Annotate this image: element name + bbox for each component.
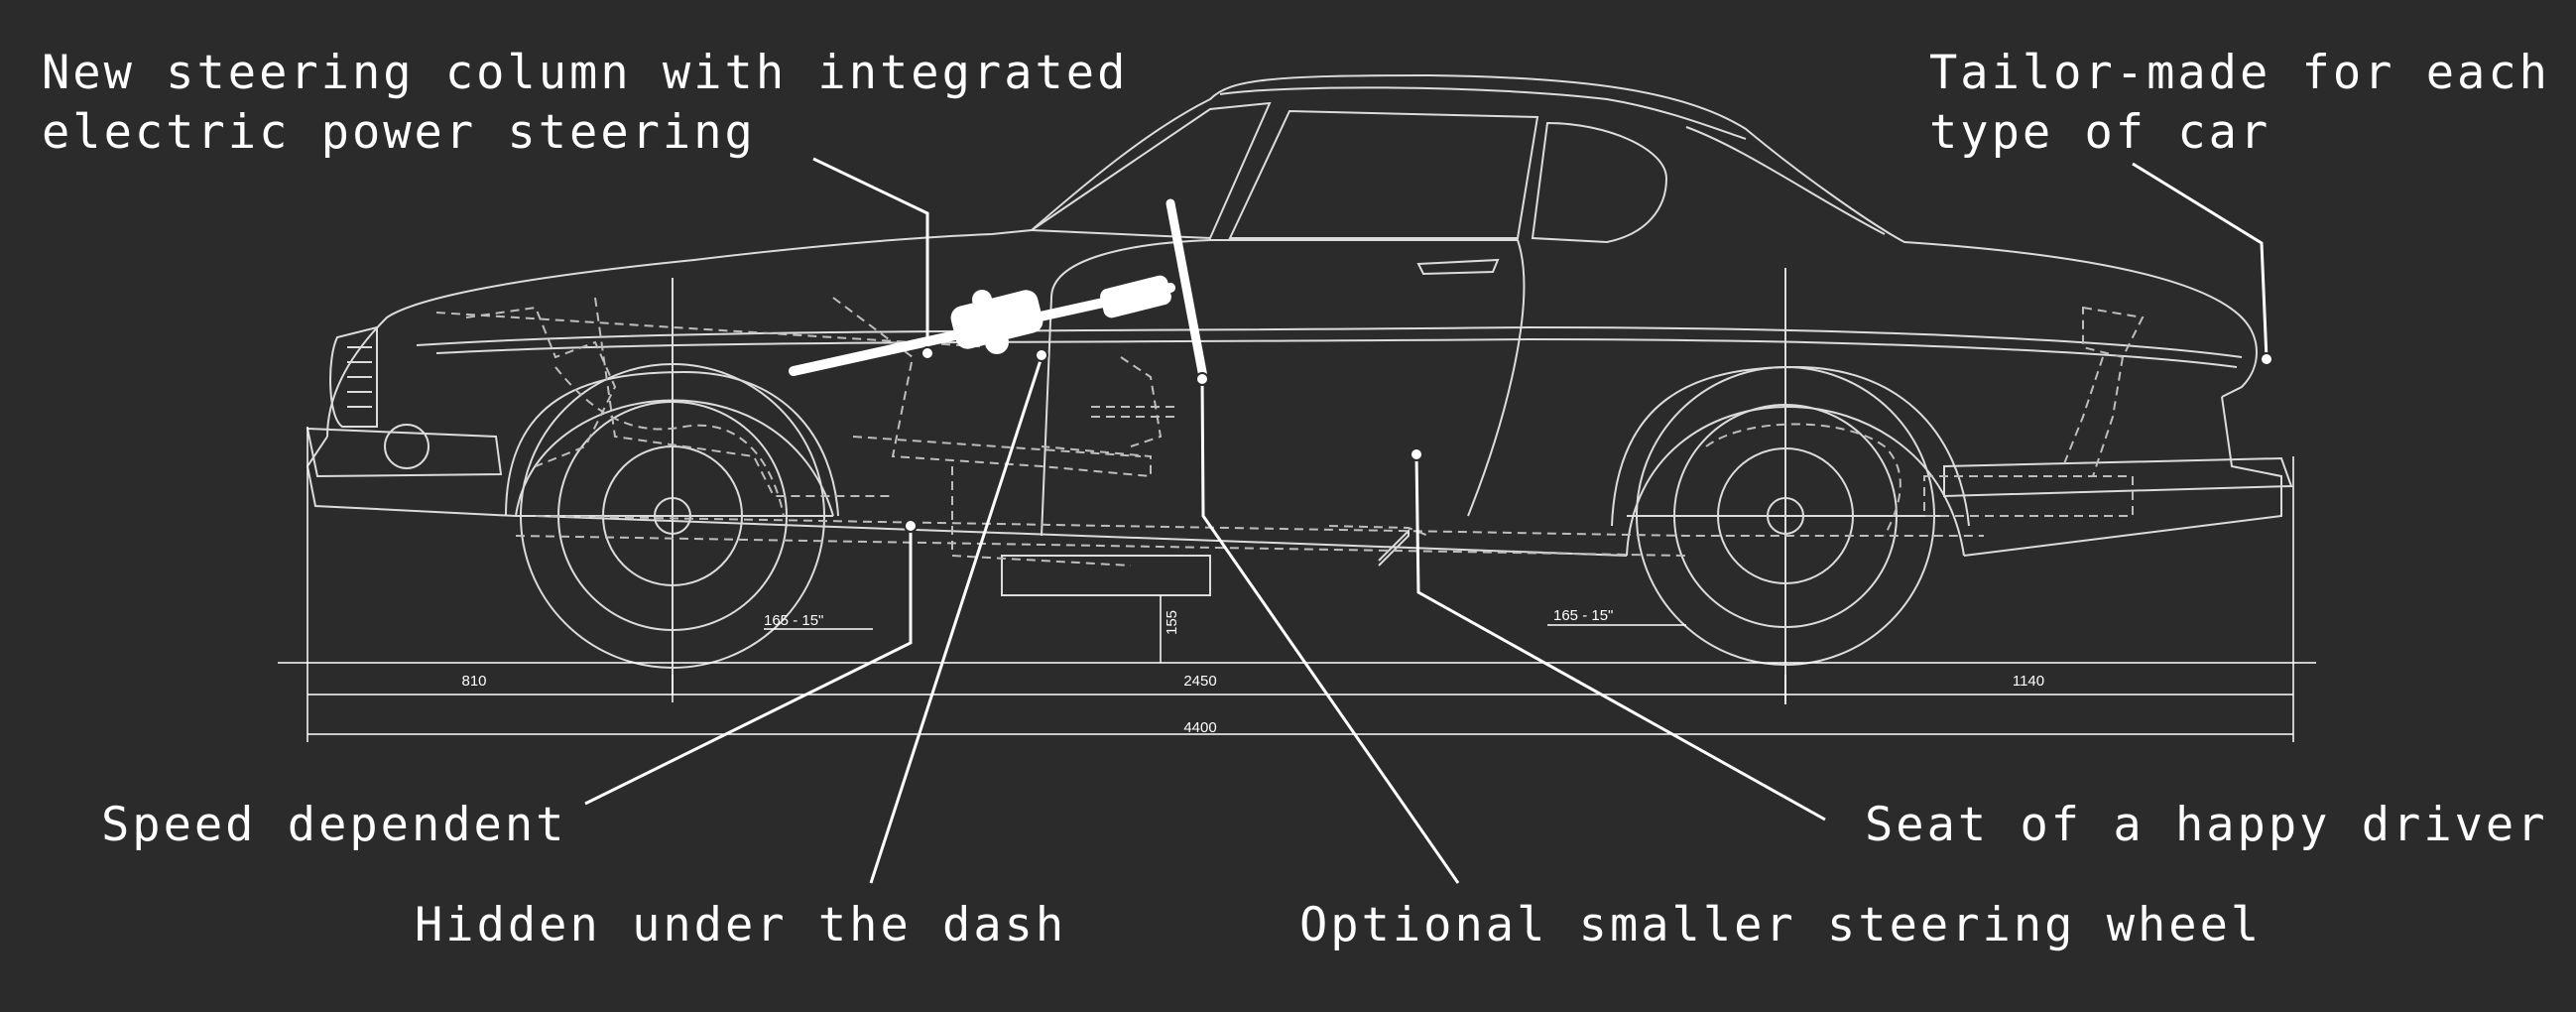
leader-optional-wheel (1200, 376, 1460, 884)
leader-tailor-made (2132, 162, 2269, 360)
callout-tailor-made-line2: type of car (1929, 105, 2271, 160)
dim-front-tyre: 165 - 15" (764, 612, 823, 629)
mechanical-dashed-parts (435, 297, 2145, 567)
car-body-outline (306, 73, 2293, 704)
dim-ground-clearance: 155 (1164, 610, 1180, 635)
callout-steering-column: New steering column with integrated elec… (42, 44, 1128, 163)
dim-rear-overhang: 1140 (2013, 673, 2044, 690)
callout-seat: Seat of a happy driver (1865, 798, 2548, 852)
dimension-lines (278, 427, 2316, 742)
leader-steering-column (812, 157, 929, 352)
leader-speed-dependent (584, 526, 913, 806)
dim-front-overhang: 810 (461, 673, 486, 690)
dim-overall-length: 4400 (1183, 719, 1216, 736)
dim-wheelbase: 2450 (1183, 673, 1216, 690)
callout-speed-dependent: Speed dependent (101, 798, 567, 852)
callout-steering-column-line2: electric power steering (42, 105, 756, 160)
leader-seat (1414, 453, 1826, 822)
callout-optional-wheel: Optional smaller steering wheel (1299, 898, 2263, 952)
leader-hidden-dash (869, 356, 1043, 884)
steering-wheel (1165, 198, 1208, 382)
callout-tailor-made-line1: Tailor-made for each (1929, 46, 2550, 100)
dim-rear-tyre: 165 - 15" (1553, 607, 1613, 624)
dimension-labels: 810 2450 1140 4400 155 165 - 15" 165 - 1… (461, 607, 2044, 736)
callout-hidden-dash: Hidden under the dash (415, 898, 1067, 952)
callout-dots (904, 346, 2273, 533)
leader-lines (584, 157, 2269, 884)
callout-tailor-made: Tailor-made for each type of car (1929, 44, 2550, 163)
callout-steering-column-line1: New steering column with integrated (42, 46, 1129, 100)
steering-column (789, 275, 1175, 376)
